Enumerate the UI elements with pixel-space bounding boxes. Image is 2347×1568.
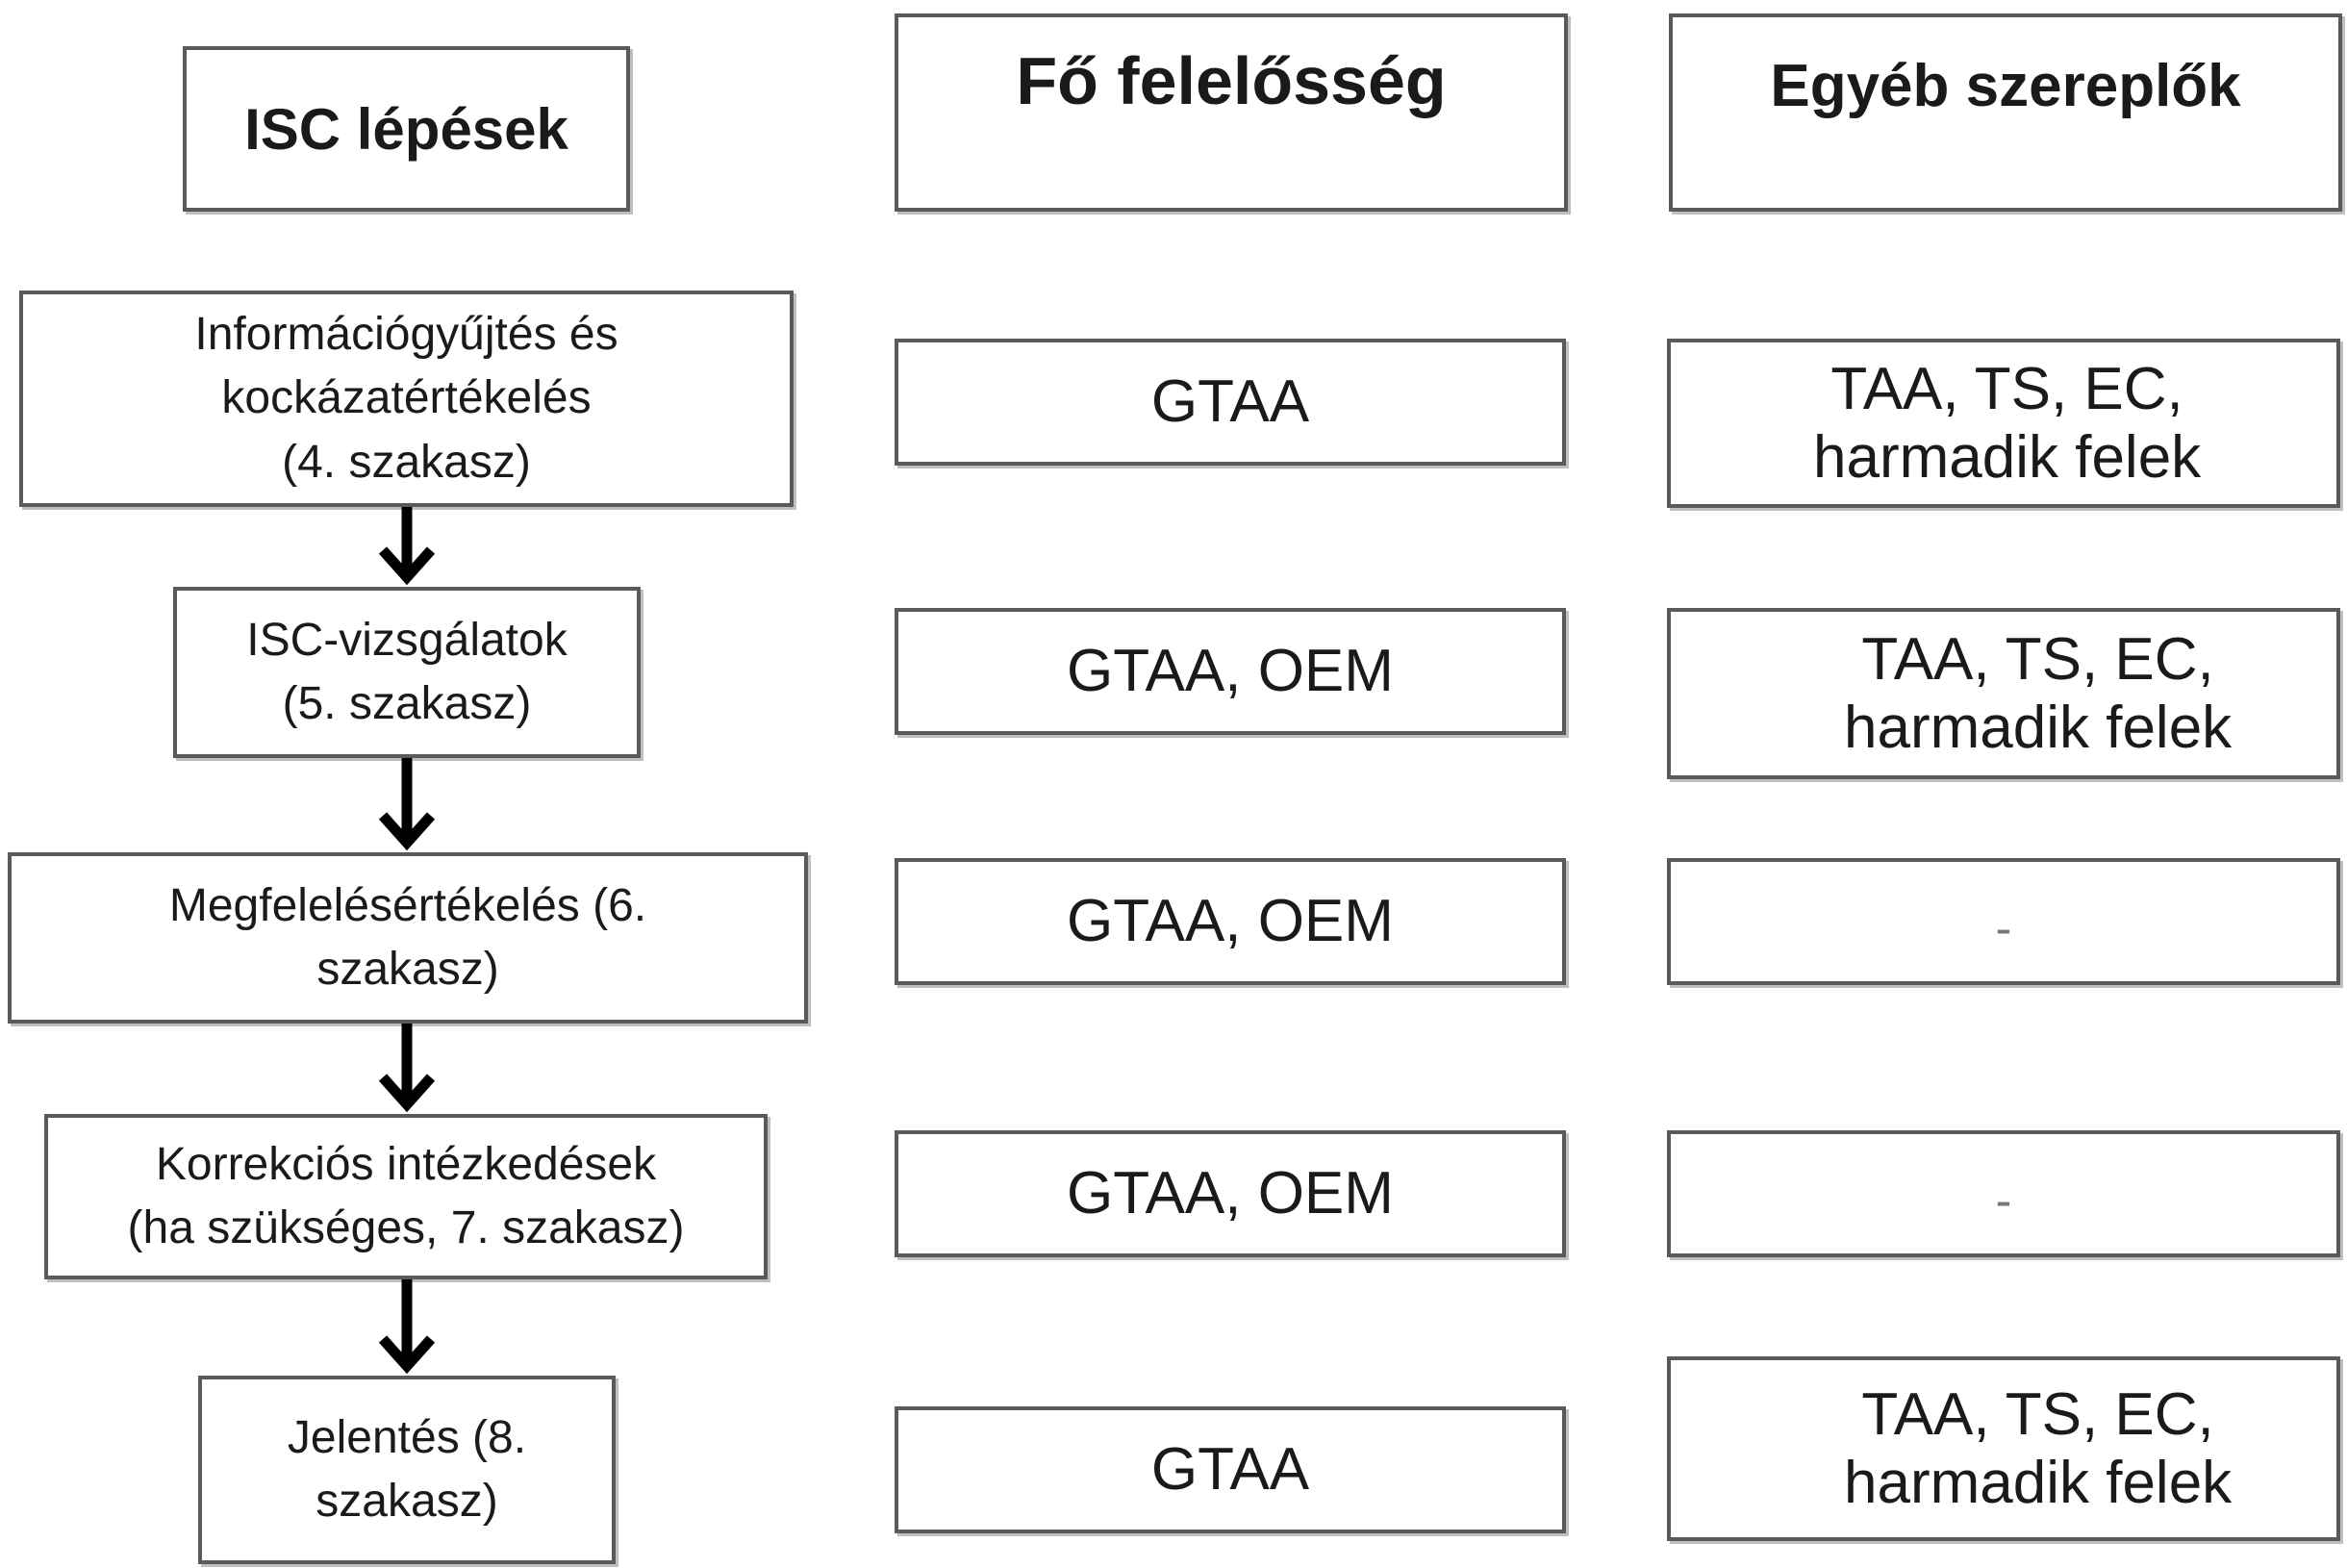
step-label: ISC-vizsgálatok (5. szakasz) (246, 614, 568, 729)
step-box-isc-tests: ISC-vizsgálatok (5. szakasz) (173, 587, 641, 758)
header-main-responsibility: Fő felelősség (895, 13, 1568, 212)
other-actors-cell: - (1667, 1130, 2340, 1257)
step-box-information-gathering: Információgyűjtés és kockázatértékelés (… (19, 291, 794, 507)
responsibility-cell: GTAA, OEM (895, 858, 1566, 985)
step-box-reporting: Jelentés (8. szakasz) (198, 1376, 616, 1564)
responsibility-cell: GTAA, OEM (895, 608, 1566, 735)
step-box-corrective-measures: Korrekciós intézkedések (ha szükséges, 7… (44, 1114, 768, 1279)
other-actors-text: TAA, TS, EC, harmadik felek (1844, 625, 2233, 761)
arrow-down-icon (378, 1024, 436, 1113)
responsibility-cell: GTAA, OEM (895, 1130, 1566, 1257)
responsibility-cell: GTAA (895, 1406, 1566, 1533)
header-isc-steps-label: ISC lépések (244, 96, 568, 162)
header-other-actors: Egyéb szereplők (1669, 13, 2342, 212)
other-actors-cell: - (1667, 858, 2340, 985)
arrow-down-icon (378, 507, 436, 586)
other-actors-text: - (1995, 1174, 2012, 1227)
other-actors-cell: TAA, TS, EC, harmadik felek (1667, 1356, 2340, 1541)
responsibility-text: GTAA, OEM (1067, 638, 1394, 705)
step-label: Korrekciós intézkedések (ha szükséges, 7… (127, 1138, 685, 1253)
other-actors-text: TAA, TS, EC, harmadik felek (1813, 355, 2202, 491)
step-label: Információgyűjtés és kockázatértékelés (… (194, 309, 618, 488)
step-label: Jelentés (8. szakasz) (287, 1411, 527, 1527)
responsibility-text: GTAA (1150, 1436, 1310, 1504)
header-main-responsibility-label: Fő felelősség (1016, 43, 1447, 118)
other-actors-cell: TAA, TS, EC, harmadik felek (1667, 608, 2340, 779)
responsibility-cell: GTAA (895, 339, 1566, 466)
step-box-compliance-assessment: Megfelelésértékelés (6. szakasz) (8, 852, 808, 1024)
other-actors-cell: TAA, TS, EC, harmadik felek (1667, 339, 2340, 508)
responsibility-text: GTAA (1150, 368, 1310, 436)
header-other-actors-label: Egyéb szereplők (1770, 53, 2241, 119)
arrow-down-icon (378, 758, 436, 851)
responsibility-text: GTAA, OEM (1067, 888, 1394, 955)
responsibility-text: GTAA, OEM (1067, 1160, 1394, 1227)
arrow-down-icon (378, 1279, 436, 1375)
other-actors-text: - (1995, 901, 2012, 955)
other-actors-text: TAA, TS, EC, harmadik felek (1844, 1380, 2233, 1516)
header-isc-steps: ISC lépések (183, 46, 630, 212)
step-label: Megfelelésértékelés (6. szakasz) (168, 879, 647, 995)
